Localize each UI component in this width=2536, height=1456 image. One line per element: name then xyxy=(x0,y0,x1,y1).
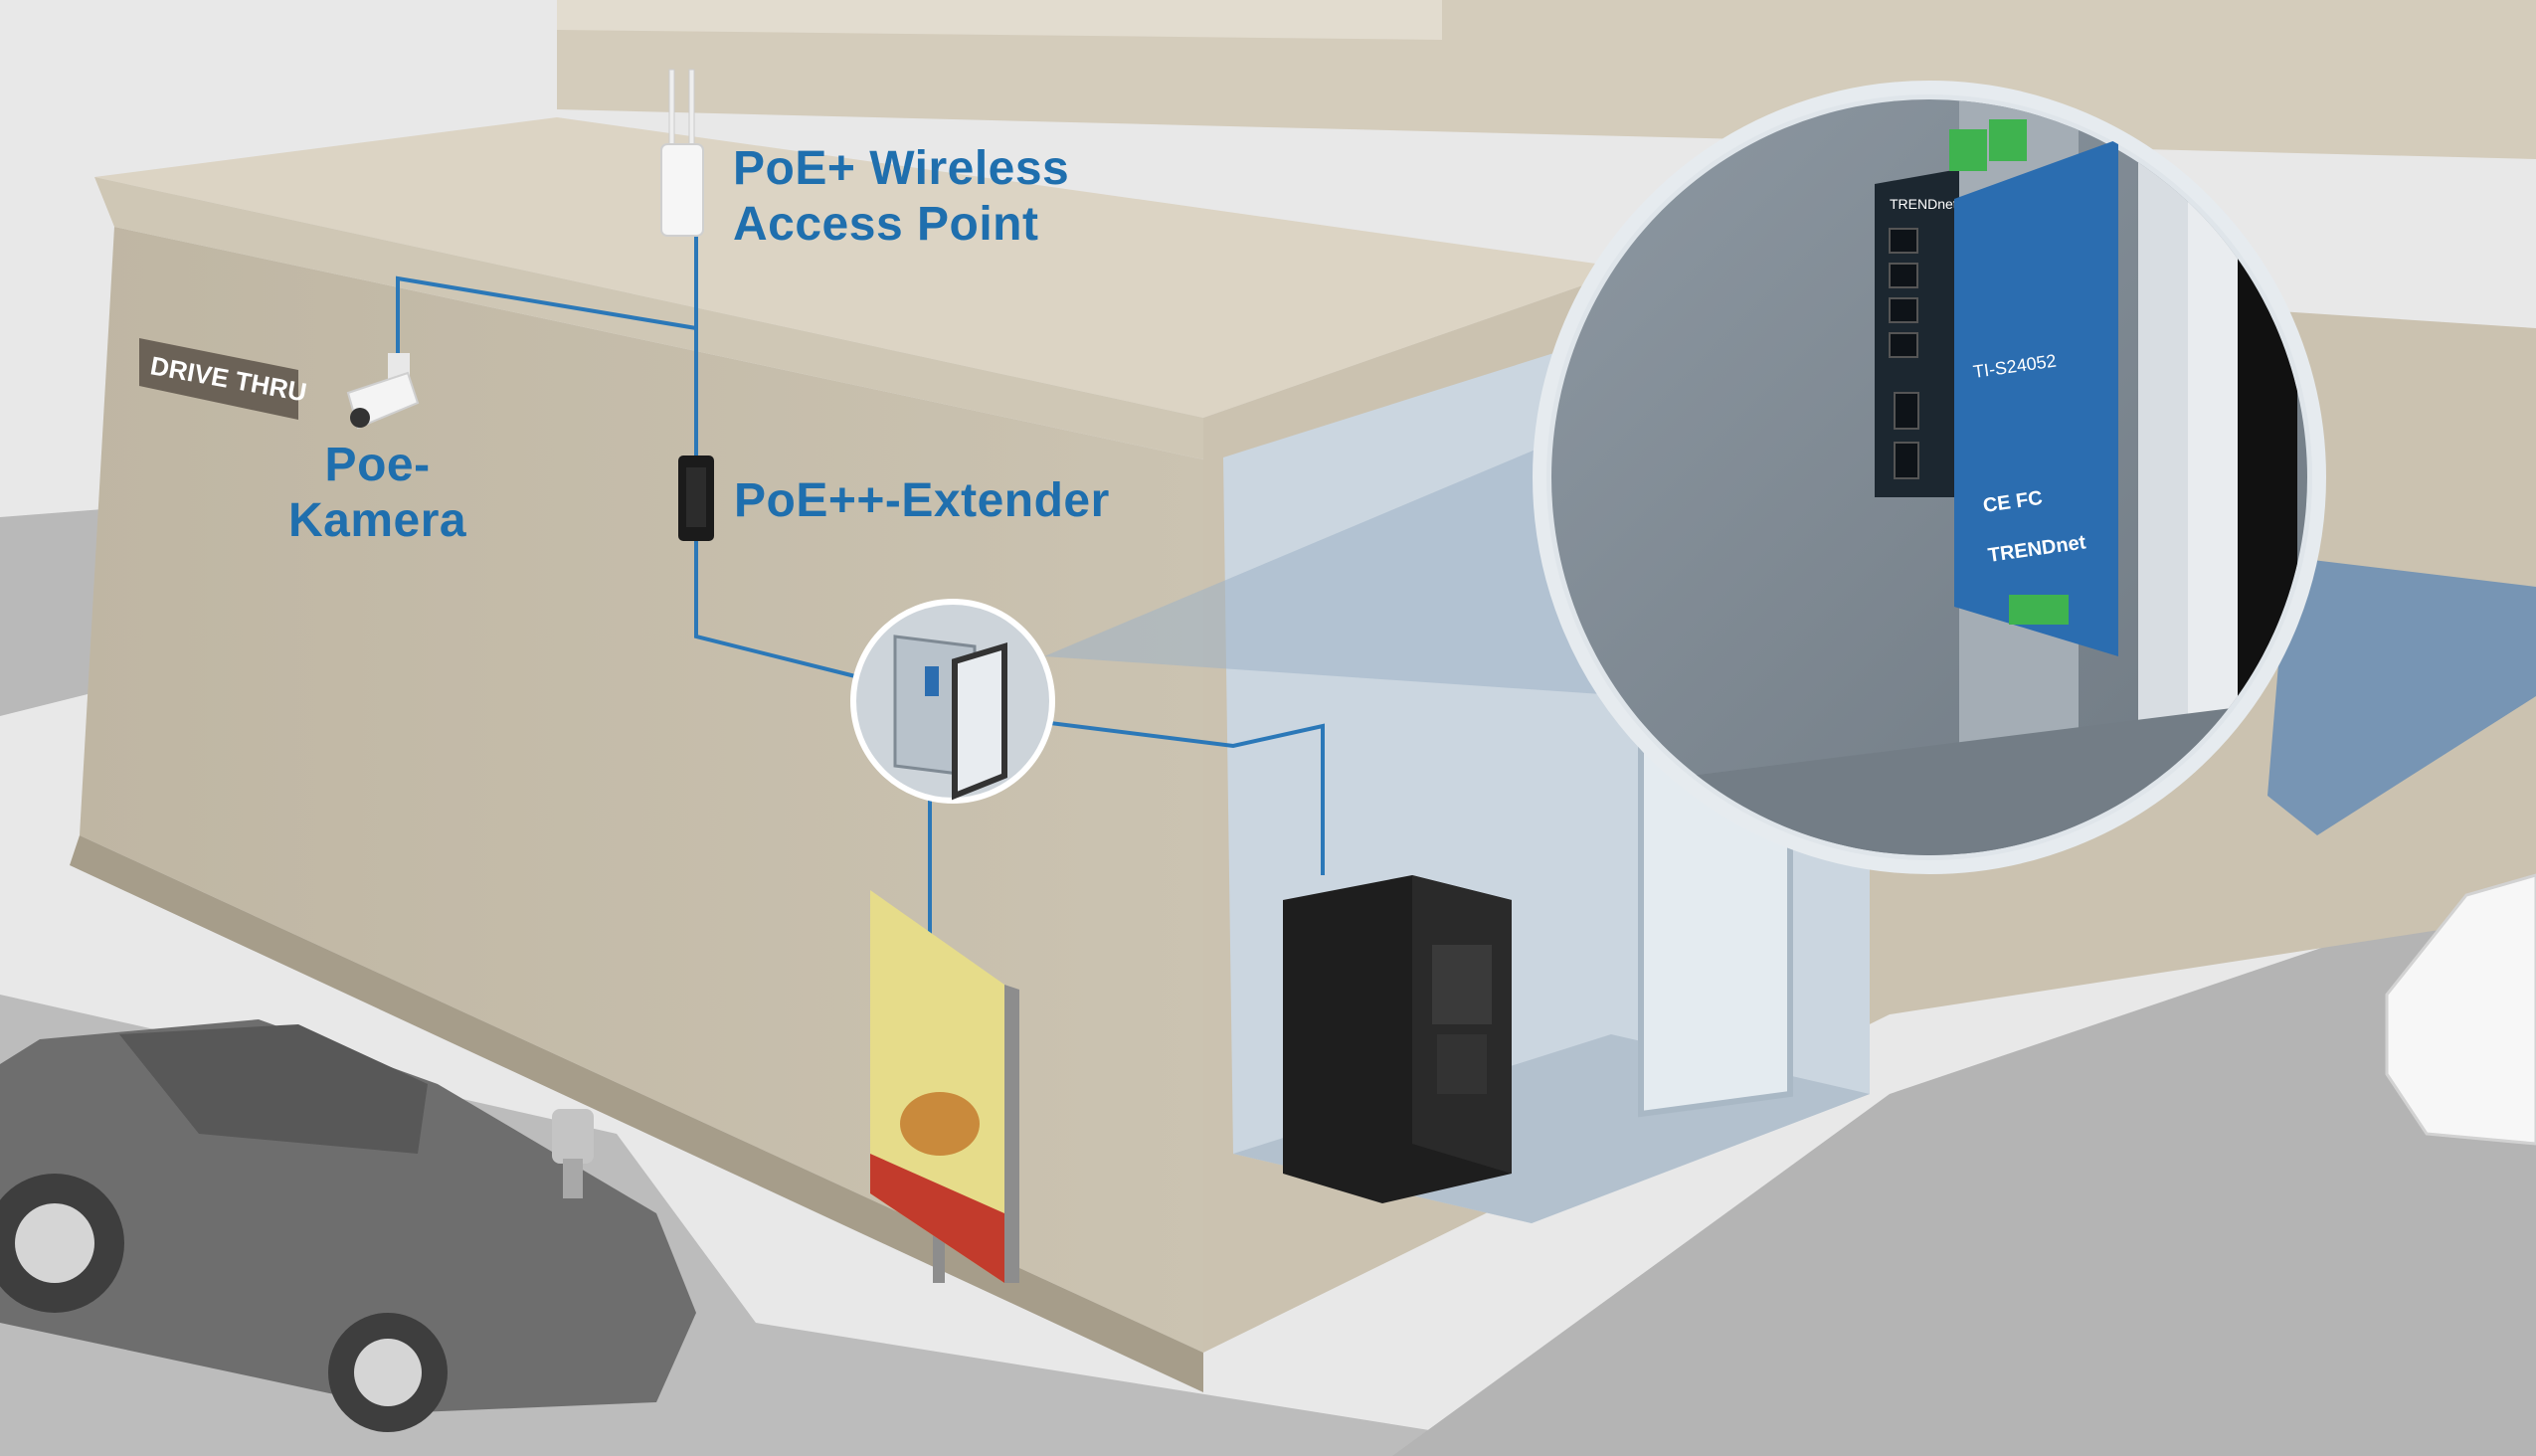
upper-roof xyxy=(557,0,1442,40)
menu-board xyxy=(870,890,1019,1283)
network-enclosure-icon xyxy=(850,599,1055,804)
awning xyxy=(2267,557,2536,835)
camera-label-line1: Poe- xyxy=(324,439,431,491)
road xyxy=(1392,875,2536,1456)
zoom-cone xyxy=(1044,418,1631,696)
roof xyxy=(94,117,1631,418)
access-point-label: PoE+ Wireless Access Point xyxy=(733,141,1069,253)
wireless-access-point-icon xyxy=(660,69,704,237)
poe-extender-icon xyxy=(678,455,714,541)
car xyxy=(2385,873,2536,1146)
din-rail-power-supply-icon: TI-S24052 CE FC TRENDnet xyxy=(1949,119,2118,656)
access-point-label-line2: Access Point xyxy=(733,198,1039,251)
switch-brand-text: TRENDnet xyxy=(1890,196,1957,212)
camera-label: Poe- Kamera xyxy=(288,438,466,549)
car xyxy=(0,1019,696,1432)
cable-rack xyxy=(994,714,1325,875)
industrial-switch-icon: TRENDnet xyxy=(1875,169,1959,497)
access-point-label-line1: PoE+ Wireless xyxy=(733,142,1070,195)
camera-label-line2: Kamera xyxy=(288,494,467,547)
zoom-detail: TRENDnet TI-S24052 CE FC TRENDnet xyxy=(1533,81,2326,874)
bullet-camera-icon xyxy=(346,353,420,430)
wall-cap xyxy=(94,177,1203,459)
extender-label: PoE++-Extender xyxy=(734,474,1110,527)
server-rack-icon xyxy=(1283,875,1512,1203)
speaker-post xyxy=(552,1109,594,1198)
wall-base xyxy=(70,835,1203,1392)
